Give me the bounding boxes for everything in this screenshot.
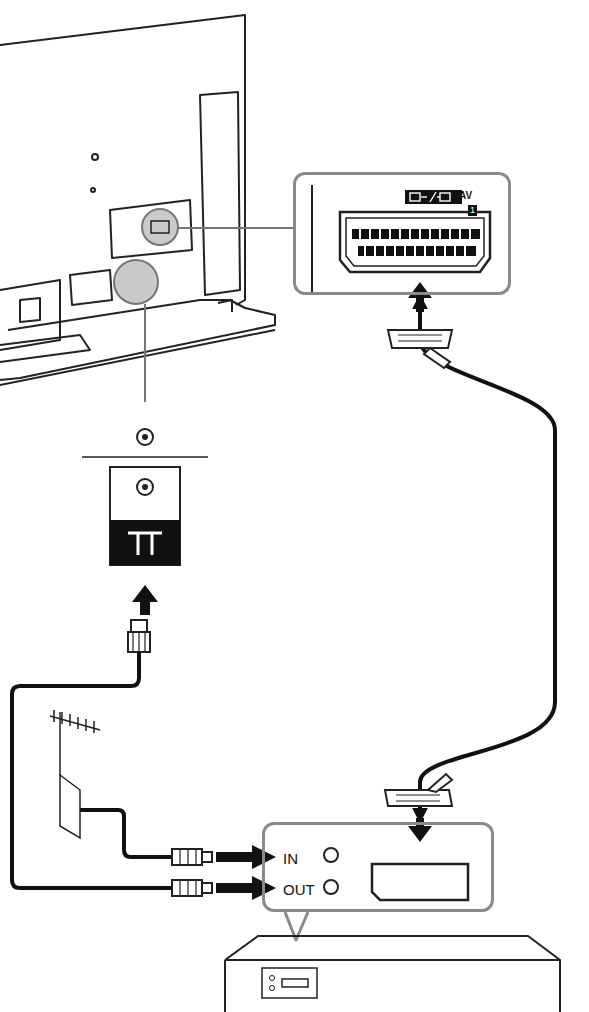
port-label: AV [459,191,472,201]
scart-callout-circle [142,209,178,245]
socket-label: OUT [283,882,315,897]
tv-outline [0,15,245,305]
antenna-socket [82,429,208,565]
scart-cable [420,295,555,822]
port-number: 1 [468,205,477,216]
scart-callout-box: AV 1 [293,172,511,295]
coax-cable [12,652,172,888]
aerial-cable [80,810,172,857]
coax-plug [128,620,150,652]
socket-label: IN [283,851,298,866]
vcr-body [225,936,560,1012]
vcr-panel-callout: IN OUT [262,822,494,912]
aerial [50,710,100,838]
antenna-callout-circle [114,260,158,304]
scart-socket [312,185,490,292]
